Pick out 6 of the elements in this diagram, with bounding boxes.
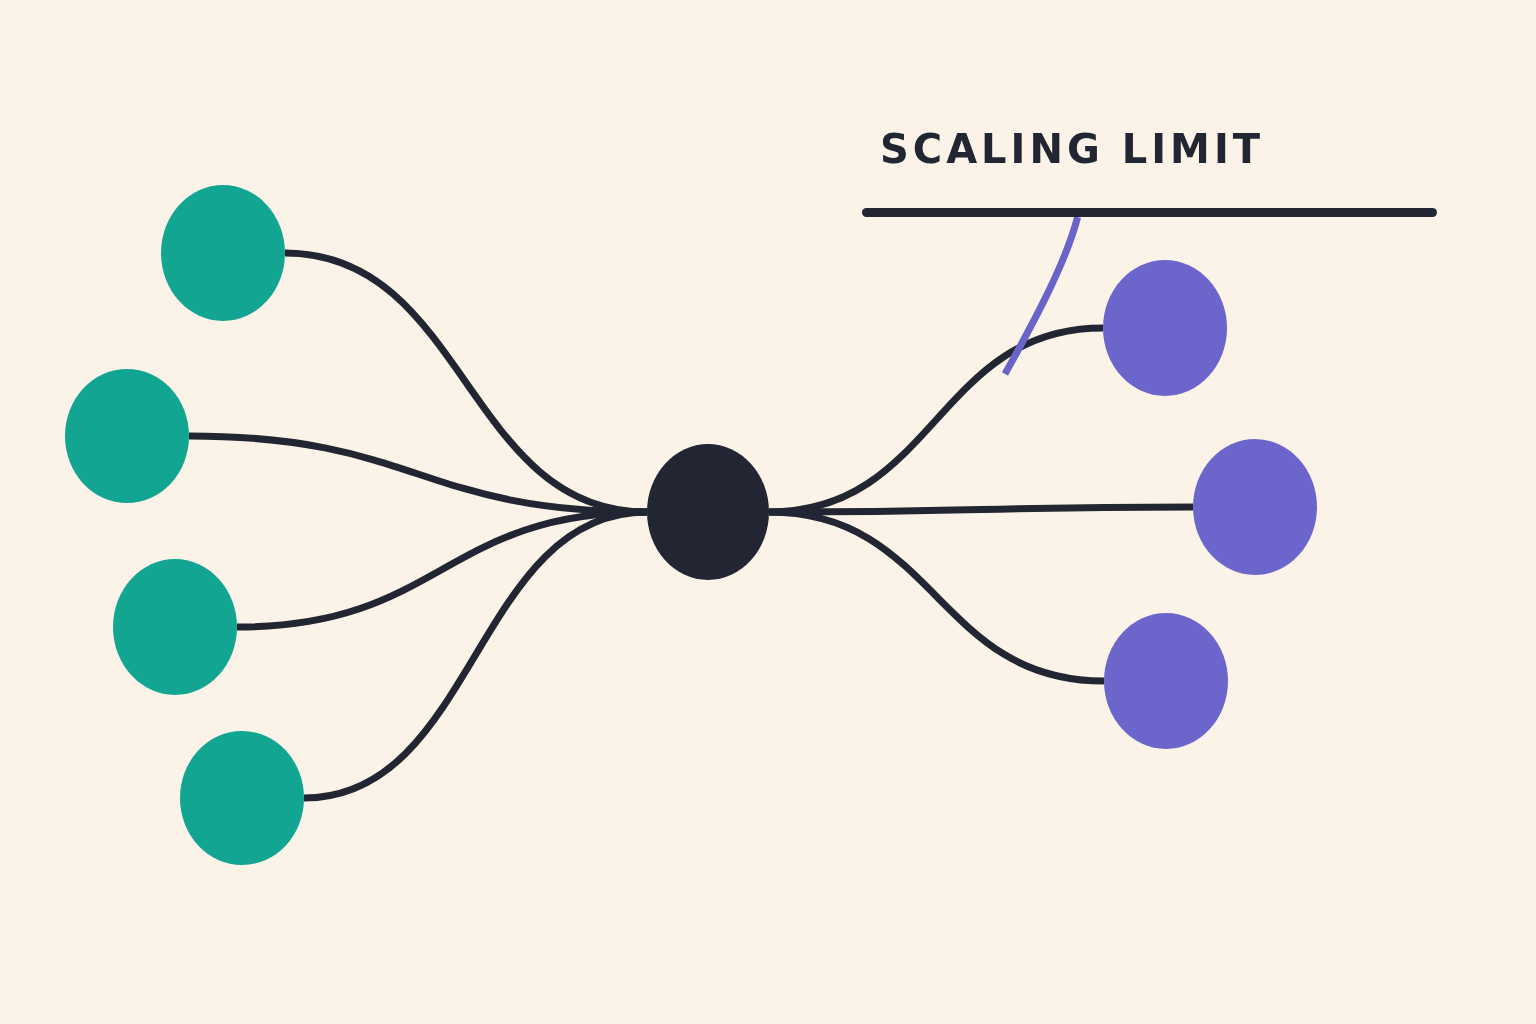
connector-line <box>769 503 1193 516</box>
branch-line <box>1001 216 1081 376</box>
connector-line <box>768 508 1105 685</box>
limit-heading: SCALING LIMIT <box>880 126 1265 172</box>
connector-line <box>303 508 648 802</box>
connector-line <box>188 432 648 516</box>
